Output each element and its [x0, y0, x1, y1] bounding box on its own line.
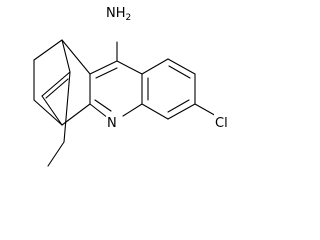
bond-alkene-down: [41, 95, 63, 126]
bond-c12-c9-inner: [95, 67, 118, 79]
chlorine-label: Cl: [214, 114, 234, 131]
bond-c1-c2-inner: [168, 65, 191, 79]
bond-bridge-top-left: [33, 39, 63, 61]
bond-c4-c4a: [141, 103, 169, 120]
bond-c11-bridgehead-bottom: [61, 103, 91, 126]
pyridine-ring-bonds: [89, 41, 143, 119]
bond-ethyl-2: [47, 141, 65, 167]
bond-c12-c9: [89, 60, 118, 75]
amine-symbol: NH: [106, 6, 126, 21]
amine-label: NH2: [106, 3, 131, 23]
svg-text:NH2: NH2: [106, 6, 131, 23]
bond-bridge-inner-up: [61, 39, 71, 73]
bond-ethyl-1: [63, 71, 71, 143]
bond-alkene: [41, 71, 71, 97]
ring-nitrogen-label: N: [106, 114, 118, 131]
amine-subscript: 2: [126, 13, 132, 23]
bond-c12-bridgehead-top: [61, 39, 91, 75]
bond-c1-c2: [167, 58, 196, 75]
chlorine-symbol: Cl: [215, 116, 228, 131]
bond-c4a-n10: [122, 103, 143, 117]
bond-c9a-c1: [141, 58, 169, 75]
chemical-structure-drawing: NH2 N Cl: [33, 3, 234, 167]
bond-n10-c11-inner: [94, 99, 112, 112]
benzo-ring-bonds: [141, 58, 219, 120]
bond-alkene-inner: [45, 78, 69, 99]
bicyclic-bridge-bonds: [33, 39, 91, 167]
bond-c3-c4-inner: [167, 99, 190, 113]
bond-c9-c9a: [116, 60, 143, 75]
ring-nitrogen-symbol: N: [107, 116, 117, 131]
bond-bridge-bottom-left: [33, 99, 63, 126]
bond-n10-c11: [89, 103, 109, 119]
bond-c3-c4: [167, 103, 196, 120]
